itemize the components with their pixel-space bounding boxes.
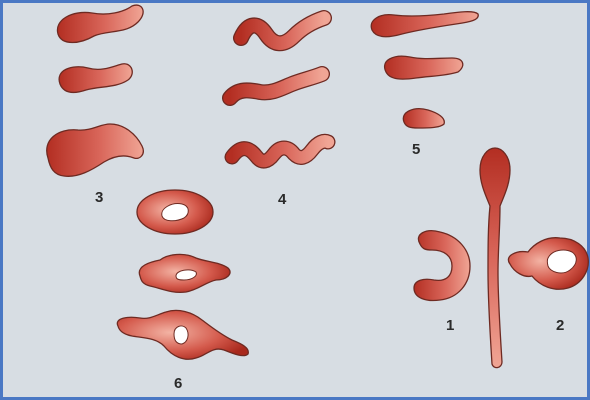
label-1: 1 [446, 317, 454, 334]
label-4: 4 [278, 191, 287, 208]
label-5: 5 [412, 141, 420, 158]
label-6: 6 [174, 375, 182, 392]
hole-6-c [174, 326, 188, 344]
label-3: 3 [95, 189, 103, 206]
shape-6-a [137, 190, 213, 234]
label-2: 2 [556, 317, 564, 334]
